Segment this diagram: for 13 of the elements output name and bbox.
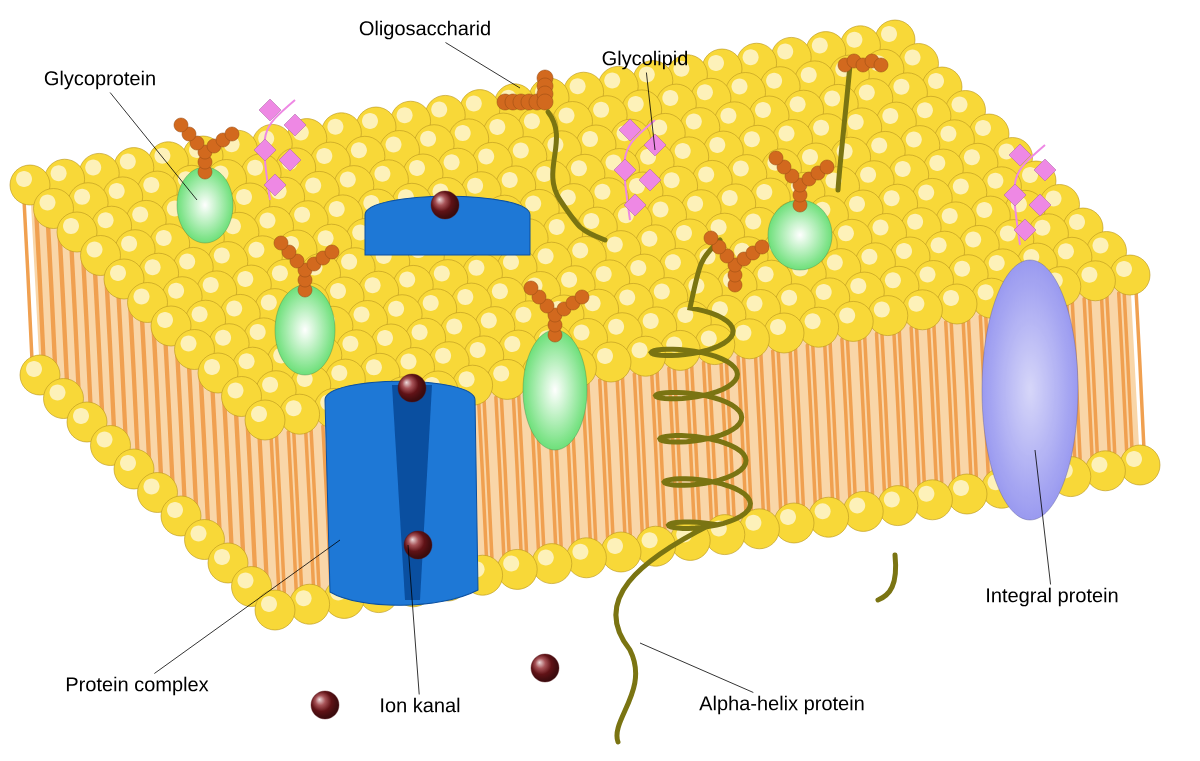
leader-line: [639, 642, 754, 693]
leader-line: [445, 42, 521, 89]
part-label: Integral protein: [987, 587, 1118, 607]
part-label: Alpha-helix protein: [699, 695, 864, 715]
leader-line: [109, 92, 198, 201]
leader-line: [407, 544, 420, 695]
leader-line: [154, 539, 341, 674]
leader-line: [646, 72, 656, 151]
part-label: Oligosaccharid: [359, 20, 490, 40]
part-label: Glycoprotein: [44, 70, 155, 90]
part-label: Protein complex: [66, 676, 209, 696]
part-label: Ion kanal: [381, 697, 460, 713]
leader-line: [1034, 449, 1051, 585]
